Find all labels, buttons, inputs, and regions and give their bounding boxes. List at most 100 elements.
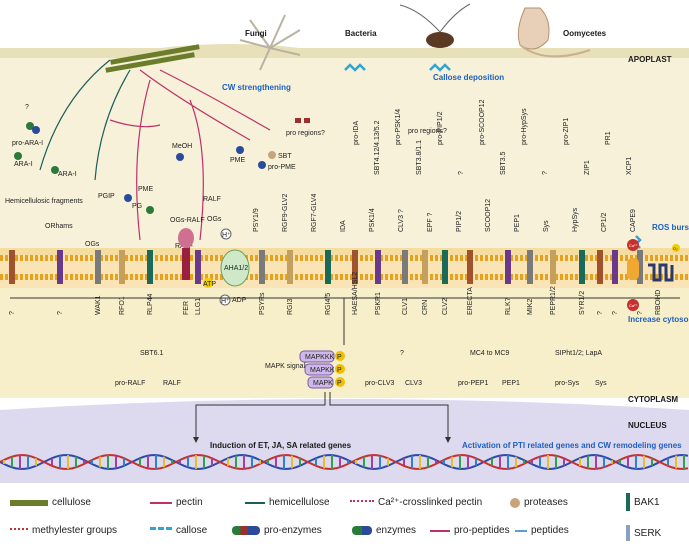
pep1-cyto-label: PEP1: [502, 380, 520, 387]
receptor-label: MIK2: [527, 299, 534, 315]
peptide-label: ?: [458, 171, 465, 175]
pme-label-1: PME: [230, 157, 246, 164]
peptide-label: EPF ?: [427, 212, 434, 232]
legend-pro-enzymes: pro-enzymes: [232, 525, 322, 536]
receptor-body: [147, 250, 153, 284]
peptide-label: PIP1/2: [456, 211, 463, 232]
cellulose-icon: [10, 499, 48, 506]
receptor-body: [579, 250, 585, 284]
legend-callose: callose: [150, 525, 207, 536]
peptide-label: pro-PSK1/4: [395, 109, 402, 145]
peptide-label: RGF7-GLV4: [311, 194, 318, 232]
legend-label: pro-enzymes: [264, 525, 322, 536]
sipht-label: SIPht1/2; LapA: [555, 350, 602, 357]
legend-pectin: pectin: [150, 497, 203, 508]
legend-enzymes: enzymes: [352, 525, 416, 536]
cytoplasm-label: CYTOPLASM: [628, 395, 678, 404]
legend-label: SERK: [634, 527, 662, 539]
pro-sys-label: pro-Sys: [555, 380, 580, 387]
receptor-label: CRN: [422, 300, 429, 315]
receptor-label: RBOHD: [655, 290, 662, 315]
receptor-body: [505, 250, 511, 284]
peptide-label: SCOOP12: [485, 199, 492, 232]
h-bot-label: H⁺: [221, 298, 230, 305]
callose-icon: [150, 527, 172, 534]
legend-label: cellulose: [52, 497, 91, 508]
activation-label: Activation of PTI related genes and CW r…: [462, 441, 682, 450]
receptor-body: [402, 250, 408, 284]
pectin-icon: [150, 501, 172, 504]
legend-label: hemicellulose: [269, 497, 330, 508]
receptor-label: RGI4/5: [325, 293, 332, 315]
mapk-cascade: MAPKKK P MAPKK P MAPK P: [299, 350, 345, 389]
pro-peptide-icon: [430, 529, 450, 532]
receptor-label: SYR1/2: [579, 291, 586, 315]
cw-strengthening-label: CW strengthening: [222, 83, 291, 92]
signal-arrows: [195, 392, 449, 440]
mapkkk-label: MAPKKK: [305, 354, 335, 361]
legend-bak1: BAK1: [626, 493, 660, 511]
legend-label: proteases: [524, 497, 568, 508]
receptor-body: [527, 250, 533, 284]
ca-pectin-icon: [350, 500, 374, 505]
orhams-label: ORhams: [45, 223, 73, 230]
oomycetes-label: Oomycetes: [563, 29, 607, 38]
legend-label: peptides: [531, 525, 569, 536]
membrane-band: [0, 248, 689, 288]
receptor-label: ERECTA: [467, 287, 474, 315]
peptide-label: pro-ZIP1: [563, 118, 570, 145]
ralf-label: RALF: [203, 196, 221, 203]
pme-label-2: PME: [138, 186, 154, 193]
peptide-label: HypSys: [572, 207, 579, 232]
methylester-icon: [10, 528, 28, 533]
receptor-label: PSKR1: [375, 292, 382, 315]
bacteria-label: Bacteria: [345, 29, 377, 38]
legend-label: callose: [176, 525, 208, 536]
pro-enzyme-icon: [232, 526, 260, 535]
increase-cytosolic-label: Increase cytosolic Ca²⁺: [628, 315, 689, 324]
cell-wall-band: [0, 44, 689, 58]
receptor-label: ?: [57, 311, 64, 315]
receptor-body: [57, 250, 63, 284]
hemicellulosic-label: Hemicellulosic fragments: [5, 198, 83, 205]
receptor-body: [287, 250, 293, 284]
receptor-label: LLG1: [195, 298, 202, 315]
receptor-label: ?: [9, 311, 16, 315]
pro-clv3-label: pro-CLV3: [365, 380, 395, 387]
peptide-label: pro-IDA: [353, 121, 360, 145]
oomycete-icon: [517, 7, 591, 58]
receptor-body: [352, 250, 358, 284]
receptor-label: ?: [597, 311, 604, 315]
receptor-body: [637, 250, 643, 284]
pro-regions-label-2: pro regions?: [408, 128, 447, 135]
receptor-body: [442, 250, 448, 284]
legend-ca-pectin: Ca²⁺-crosslinked pectin: [350, 497, 482, 508]
p-label-3: P: [337, 380, 342, 387]
pgip-label: PGIP: [98, 193, 115, 200]
mc4-label: MC4 to MC9: [470, 350, 509, 357]
peptide-label: PEP1: [514, 214, 521, 232]
legend-label: enzymes: [376, 525, 417, 536]
enzyme-icon: [352, 526, 372, 535]
receptor-label: RLP44: [147, 293, 154, 315]
receptor-label: ?: [612, 311, 619, 315]
peptide-label: CAPE9: [630, 209, 637, 232]
cellulose-fibers: [105, 44, 200, 73]
pro-regions-label-1: pro regions?: [286, 130, 325, 137]
pro-pme-label: pro-PME: [268, 164, 296, 171]
legend-label: BAK1: [634, 496, 660, 508]
peptide-label: RGF9-GLV2: [282, 194, 289, 232]
legend-label: pro-peptides: [454, 525, 510, 536]
o2-label: O₂: [673, 246, 678, 251]
ogs-ralf-label: OGs-RALF: [170, 217, 205, 224]
receptor-label: WAK1: [95, 295, 102, 315]
mapk-signaling-label: MAPK signaling: [265, 363, 315, 370]
dna-helix: [0, 454, 689, 470]
legend-cellulose: cellulose: [10, 497, 91, 508]
receptor-label: RLK7: [505, 297, 512, 315]
hemicellulose-strands: [39, 59, 131, 181]
ca-label-2: Ca²⁺: [629, 303, 638, 308]
ara-i-label-2: ARA-I: [58, 171, 77, 178]
